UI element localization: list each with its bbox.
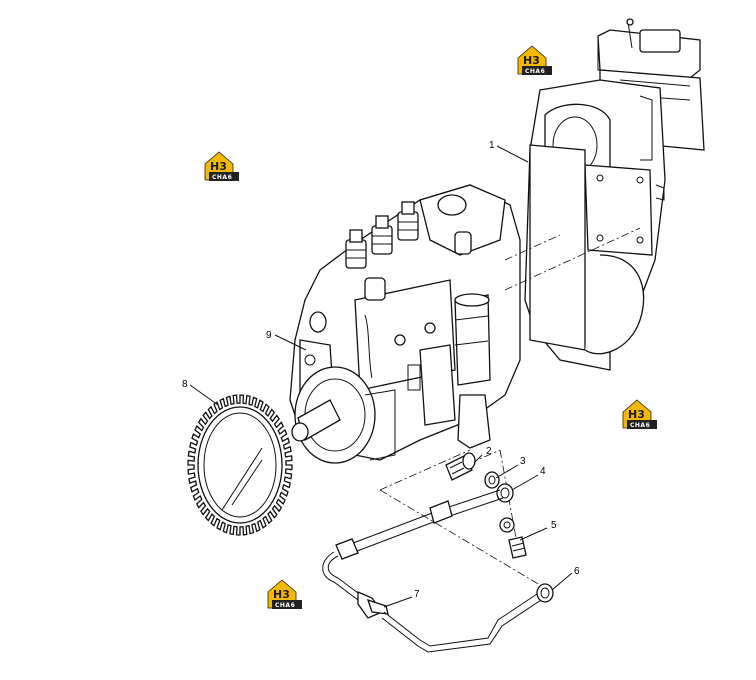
fuel-pipe-assembly: [322, 489, 554, 653]
governor-housing: [524, 18, 705, 371]
svg-text:H3: H3: [210, 160, 227, 173]
callout-9: 9: [266, 330, 272, 341]
pump-body: [289, 184, 521, 464]
leader-lines: [189, 145, 573, 608]
svg-text:CHA6: CHA6: [525, 68, 545, 75]
banjo-bolt: [445, 452, 476, 481]
bolt-with-washer: [499, 517, 527, 559]
delivery-valve: [345, 229, 367, 269]
callout-labels: 1 2 3 4 5 6 7 8 9: [182, 140, 580, 600]
svg-text:CHA6: CHA6: [275, 602, 295, 609]
svg-text:H3: H3: [628, 408, 645, 421]
callout-5: 5: [551, 520, 557, 531]
callout-4: 4: [540, 466, 546, 477]
drive-gear: [187, 394, 293, 536]
watermark-logo: H3 CHA6: [204, 151, 240, 182]
delivery-valve: [397, 201, 419, 241]
callout-2: 2: [486, 446, 492, 457]
sealing-washer: [484, 471, 500, 489]
svg-text:H3: H3: [523, 54, 540, 67]
svg-text:CHA6: CHA6: [212, 174, 232, 181]
callout-8: 8: [182, 379, 188, 390]
svg-text:CHA6: CHA6: [630, 422, 650, 429]
callout-6: 6: [574, 566, 580, 577]
watermark-logo: H3 CHA6: [267, 579, 303, 610]
svg-text:H3: H3: [273, 588, 290, 601]
callout-3: 3: [520, 456, 526, 467]
banjo-eye: [496, 483, 514, 503]
callout-1: 1: [489, 140, 495, 151]
watermark-logo: H3 CHA6: [622, 399, 658, 430]
delivery-valve: [371, 215, 393, 255]
callout-7: 7: [414, 589, 420, 600]
watermark-logo: H3 CHA6: [517, 45, 553, 76]
center-lines: [379, 227, 641, 586]
